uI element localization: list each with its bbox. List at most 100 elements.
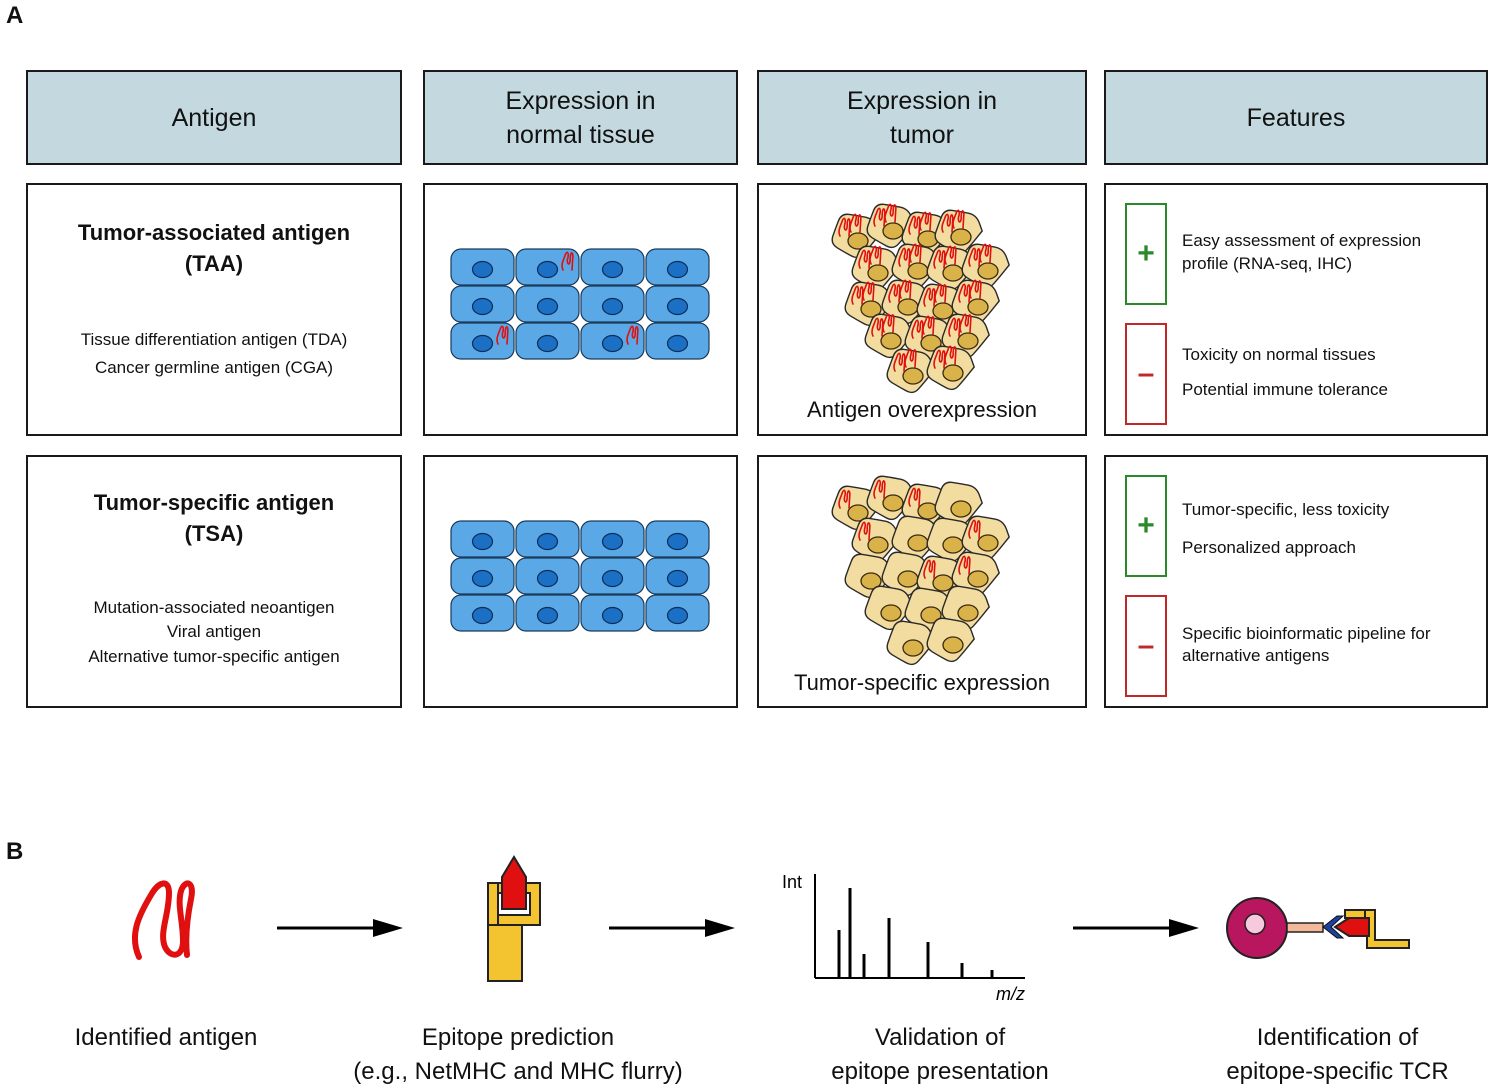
taa-tumor-cell: Antigen overexpression [757,183,1087,436]
header-tumor: Expression in tumor [757,70,1087,165]
nucleus-icon [666,334,689,353]
nucleus-icon [536,569,559,588]
tsa-tumor-cell: Tumor-specific expression [757,455,1087,708]
taa-con: Potential immune tolerance [1182,380,1389,399]
nucleus-icon [536,260,559,279]
antigen-squiggle-icon [132,880,195,960]
nucleus-icon [471,532,494,551]
antigen-icon [968,519,981,539]
antigen-icon [908,487,921,507]
tsa-abbrev: (TSA) [184,521,244,546]
taa-con: Toxicity on normal tissues [1182,345,1376,364]
nucleus-icon [860,572,882,590]
tsa-normal-tissue-cell [423,455,738,708]
nucleus-icon [601,532,624,551]
nucleus-icon [860,300,882,318]
antigen-icon [838,217,851,237]
step-tcr-identification: Identification of epitope-specific TCR [1226,1024,1449,1085]
nucleus-icon [957,332,979,350]
nucleus-icon [847,232,869,250]
nucleus-icon [977,262,999,280]
nucleus-icon [932,574,954,592]
tsa-type: Mutation-associated neoantigen [93,598,335,617]
antigen-icon [626,325,639,345]
antigen-icon [958,283,971,303]
nucleus-icon [471,569,494,588]
antigen-icon [869,245,882,265]
nucleus-icon [897,298,919,316]
nucleus-icon [867,264,889,282]
panel-b-label: B [6,838,24,865]
antigen-icon [884,203,897,223]
nucleus-icon [666,297,689,316]
tumor-cluster-taa [831,203,1010,394]
antigen-icon [934,283,947,303]
nucleus-icon [601,606,624,625]
tumor-cluster-tsa [831,475,1010,666]
nucleus-icon [471,334,494,353]
nucleus-icon [920,334,942,352]
step-validation: Validation of epitope presentation [831,1024,1049,1085]
tcell-tcr-icon [1226,897,1410,959]
antigen-icon [858,521,871,541]
antigen-icon [858,249,871,269]
tsa-pro: Tumor-specific, less toxicity [1182,500,1390,519]
antigen-icon [838,489,851,509]
nucleus-icon [601,260,624,279]
antigen-icon [908,215,921,235]
antigen-icon [969,279,982,299]
nucleus-icon [932,302,954,320]
antigen-icon [941,213,954,233]
taa-type: Tissue differentiation antigen (TDA) [80,330,348,349]
antigen-icon [849,213,862,233]
tsa-tumor-caption: Tumor-specific expression [794,670,1050,695]
antigen-icon [944,245,957,265]
antigen-icon [952,209,965,229]
nucleus-icon [950,228,972,246]
nucleus-icon [950,500,972,518]
antigen-icon [851,285,864,305]
antigen-icon [561,251,574,271]
nucleus-icon [666,532,689,551]
normal-epithelium-tsa [450,520,710,632]
nucleus-icon [967,570,989,588]
antigen-icon [882,313,895,333]
nucleus-icon [847,504,869,522]
antigen-icon [909,243,922,263]
antigen-icon [944,345,957,365]
antigen-icon [911,319,924,339]
taa-antigen-cell: Tumor-associated antigen (TAA) Tissue di… [26,183,402,436]
antigen-icon [968,247,981,267]
antigen-icon [933,249,946,269]
antigen-icon [873,207,886,227]
nucleus-icon [601,569,624,588]
nucleus-icon [957,604,979,622]
nucleus-icon [942,364,964,382]
spectrum-y-label: Int [782,872,802,892]
antigen-icon [979,243,992,263]
tsa-type: Alternative tumor-specific antigen [88,647,340,666]
header-antigen: Antigen [26,70,402,165]
step-epitope-prediction: Epitope prediction (e.g., NetMHC and MHC… [353,1024,683,1085]
nucleus-icon [471,260,494,279]
nucleus-icon [536,532,559,551]
antigen-icon [922,315,935,335]
header-normal-tissue: Expression in normal tissue [423,70,738,165]
taa-abbrev: (TAA) [184,251,244,276]
panel-a-label: A [6,2,24,29]
nucleus-icon [601,297,624,316]
minus-icon: – [1125,595,1167,697]
taa-tumor-caption: Antigen overexpression [807,397,1037,422]
arrow-icon [1073,919,1199,937]
nucleus-icon [920,606,942,624]
taa-normal-tissue-cell [423,183,738,436]
taa-title: Tumor-associated antigen [77,220,351,245]
nucleus-icon [867,536,889,554]
antigen-icon [923,559,936,579]
tsa-con: alternative antigens [1182,646,1330,665]
nucleus-icon [471,297,494,316]
nucleus-icon [897,570,919,588]
nucleus-icon [880,604,902,622]
nucleus-icon [902,367,924,385]
nucleus-icon [907,262,929,280]
